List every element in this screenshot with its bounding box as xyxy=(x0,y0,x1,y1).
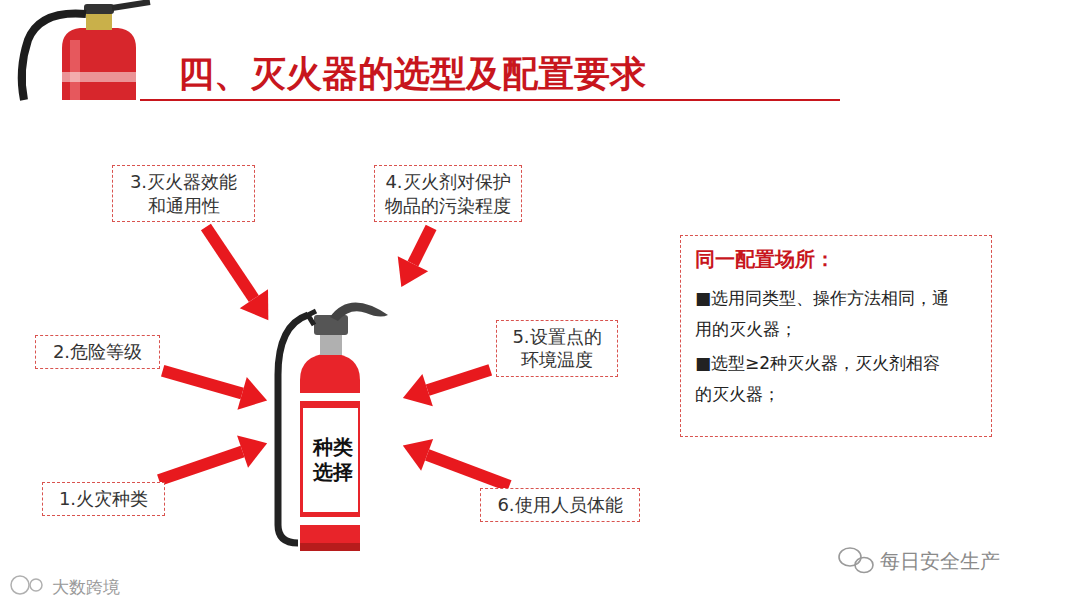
type-label: 种类选择 xyxy=(312,435,354,485)
page-title: 四、灭火器的选型及配置要求 xyxy=(178,50,646,99)
arrow-shaft xyxy=(206,227,254,299)
label-area: 种类选择 xyxy=(305,410,360,510)
factor-text: 2.危险等级 xyxy=(53,340,142,363)
factor-box: 6.使用人员体能 xyxy=(480,488,640,522)
factor-text: 1.火灾种类 xyxy=(59,487,148,510)
arrow-shaft xyxy=(163,371,242,394)
watermark-icon xyxy=(11,576,42,594)
factor-text: 6.使用人员体能 xyxy=(497,493,622,516)
factor-box: 5.设置点的环境温度 xyxy=(496,320,618,377)
arrow-head xyxy=(237,435,267,467)
panel-item: ■选用同类型、操作方法相同，通用的灭火器； xyxy=(695,283,950,344)
factor-text: 4.灭火剂对保护物品的污染程度 xyxy=(383,170,513,217)
watermark: 每日安全生产 xyxy=(880,548,1000,575)
arrow-head xyxy=(403,374,433,406)
extinguisher-drawing xyxy=(270,285,400,555)
red-arrow xyxy=(159,435,267,480)
panel-item: ■选型≥2种灭火器，灭火剂相容的灭火器； xyxy=(695,348,950,409)
arrow-shaft xyxy=(413,227,431,263)
red-arrow xyxy=(403,439,510,486)
corner-extinguisher xyxy=(22,2,150,100)
red-arrow xyxy=(398,227,431,287)
panel-heading: 同一配置场所： xyxy=(695,246,977,273)
factor-box: 3.灭火器效能和通用性 xyxy=(112,165,255,222)
factor-box: 4.灭火剂对保护物品的污染程度 xyxy=(374,165,522,222)
note-panel: 同一配置场所： ■选用同类型、操作方法相同，通用的灭火器；■选型≥2种灭火器，灭火… xyxy=(680,235,992,437)
red-arrow xyxy=(403,370,490,406)
factor-text: 3.灭火器效能和通用性 xyxy=(121,170,246,217)
title-rule xyxy=(140,99,840,101)
watermark: 大数跨境 xyxy=(52,576,120,599)
factor-text: 5.设置点的环境温度 xyxy=(505,325,609,372)
extinguisher-node: 种类选择 xyxy=(270,285,400,555)
factor-box: 2.危险等级 xyxy=(35,335,160,369)
red-arrow xyxy=(206,227,268,320)
arrow-head xyxy=(403,439,433,471)
factor-box: 1.火灾种类 xyxy=(42,482,165,516)
arrow-head xyxy=(398,256,428,287)
arrow-shaft xyxy=(428,370,491,390)
wechat-icon xyxy=(839,548,873,573)
arrow-shaft xyxy=(427,455,509,486)
red-arrow xyxy=(163,371,267,410)
arrow-shaft xyxy=(159,452,243,481)
arrow-head xyxy=(237,377,267,410)
arrow-head xyxy=(240,289,269,320)
